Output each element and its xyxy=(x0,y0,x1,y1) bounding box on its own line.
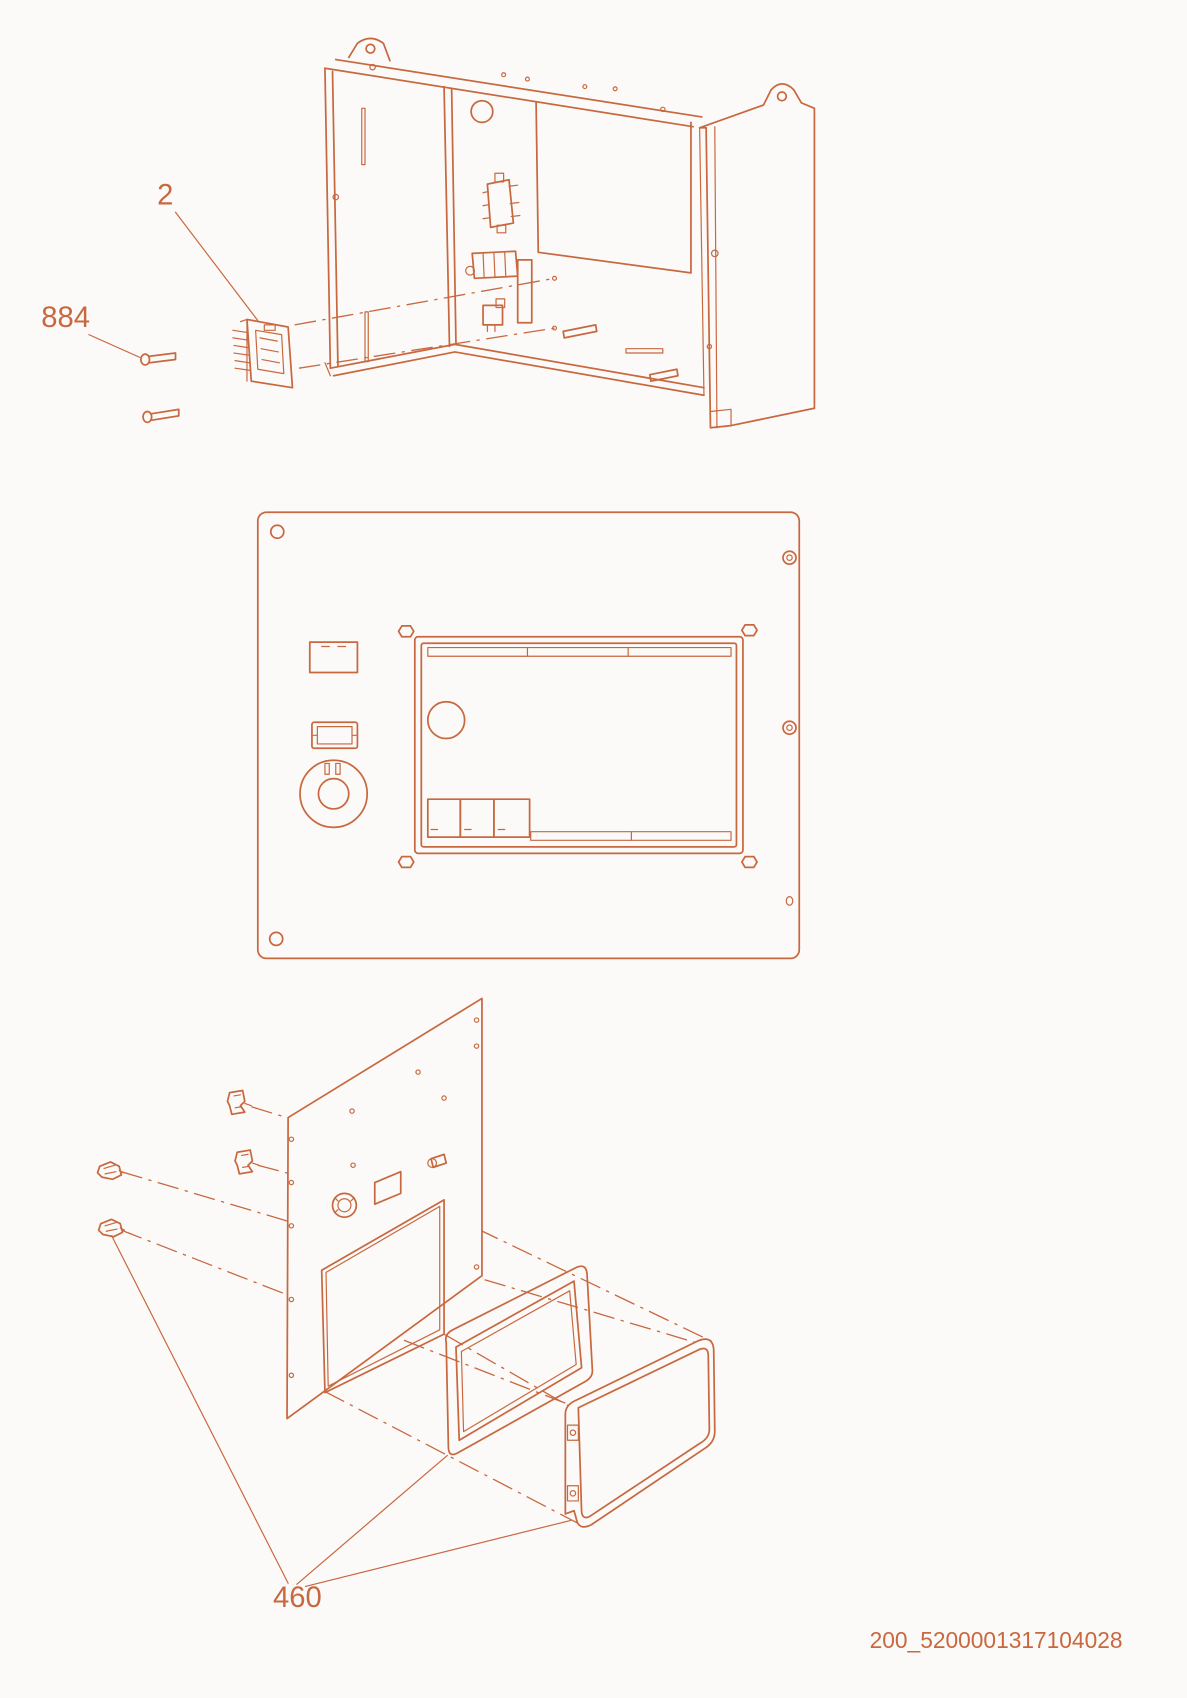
callout-460: 460 xyxy=(273,1582,322,1614)
display-cutout xyxy=(397,623,758,869)
housing-cable-hole xyxy=(470,99,494,124)
assembly-line-pcb-2 xyxy=(298,327,555,369)
housing-window xyxy=(535,102,692,274)
mounting-plate-outline xyxy=(286,997,483,1420)
mounting-plate-holes xyxy=(288,1017,480,1379)
leader-line-2 xyxy=(174,211,259,322)
display-relay-blocks xyxy=(426,798,531,838)
standoff-1 xyxy=(562,324,598,339)
mounting-plate-opening xyxy=(320,1198,445,1394)
housing-slot xyxy=(361,107,366,166)
clip-2 xyxy=(234,1149,260,1175)
clip-3 xyxy=(96,1161,125,1181)
pcb-board xyxy=(232,318,294,389)
mount-hole-top-left xyxy=(269,524,285,540)
front-panel-outline xyxy=(256,511,801,960)
knob-cutout xyxy=(299,759,369,829)
mount-hole-bottom-left xyxy=(268,931,284,947)
mounting-plate-knob xyxy=(331,1192,358,1219)
display-module-face xyxy=(577,1347,711,1519)
leader-lines-460 xyxy=(111,1235,572,1588)
connector-cutout xyxy=(311,721,359,750)
callout-2: 2 xyxy=(157,180,173,212)
switch-cutout xyxy=(308,641,359,674)
housing-lug-left xyxy=(347,37,391,62)
housing-top-flange xyxy=(324,58,703,128)
housing xyxy=(324,37,816,429)
assembly-line-pcb-1 xyxy=(294,277,555,326)
terminal-block-upper xyxy=(482,172,521,234)
mounting-plate-pin xyxy=(427,1153,448,1169)
drawing-number: 200_5200001317104028 xyxy=(870,1627,1123,1653)
display-module-ears xyxy=(566,1424,579,1502)
housing-holes xyxy=(332,63,719,350)
terminal-block-lower xyxy=(465,250,519,280)
screw-lower xyxy=(142,408,180,424)
leader-line-884 xyxy=(88,334,141,358)
clip-1 xyxy=(226,1089,252,1116)
housing-bar xyxy=(516,259,533,324)
display-round-feature xyxy=(426,700,466,740)
front-panel xyxy=(256,511,801,960)
housing-floor xyxy=(329,343,705,397)
standoff-2 xyxy=(648,368,679,383)
screw-upper xyxy=(139,352,177,366)
housing-side-panel xyxy=(698,83,816,429)
mounting-plate-switch-cutout xyxy=(373,1170,402,1206)
housing-back-wall xyxy=(324,67,339,370)
mounting-plate xyxy=(286,997,483,1420)
mount-studs-right xyxy=(782,550,797,906)
relay-small xyxy=(482,298,506,332)
display-module xyxy=(564,1338,716,1528)
housing-lug-right-hole xyxy=(776,91,788,102)
gasket-frame xyxy=(444,1265,594,1456)
clip-4 xyxy=(97,1218,126,1238)
callout-884: 884 xyxy=(41,302,90,334)
hex-nuts xyxy=(397,623,758,869)
